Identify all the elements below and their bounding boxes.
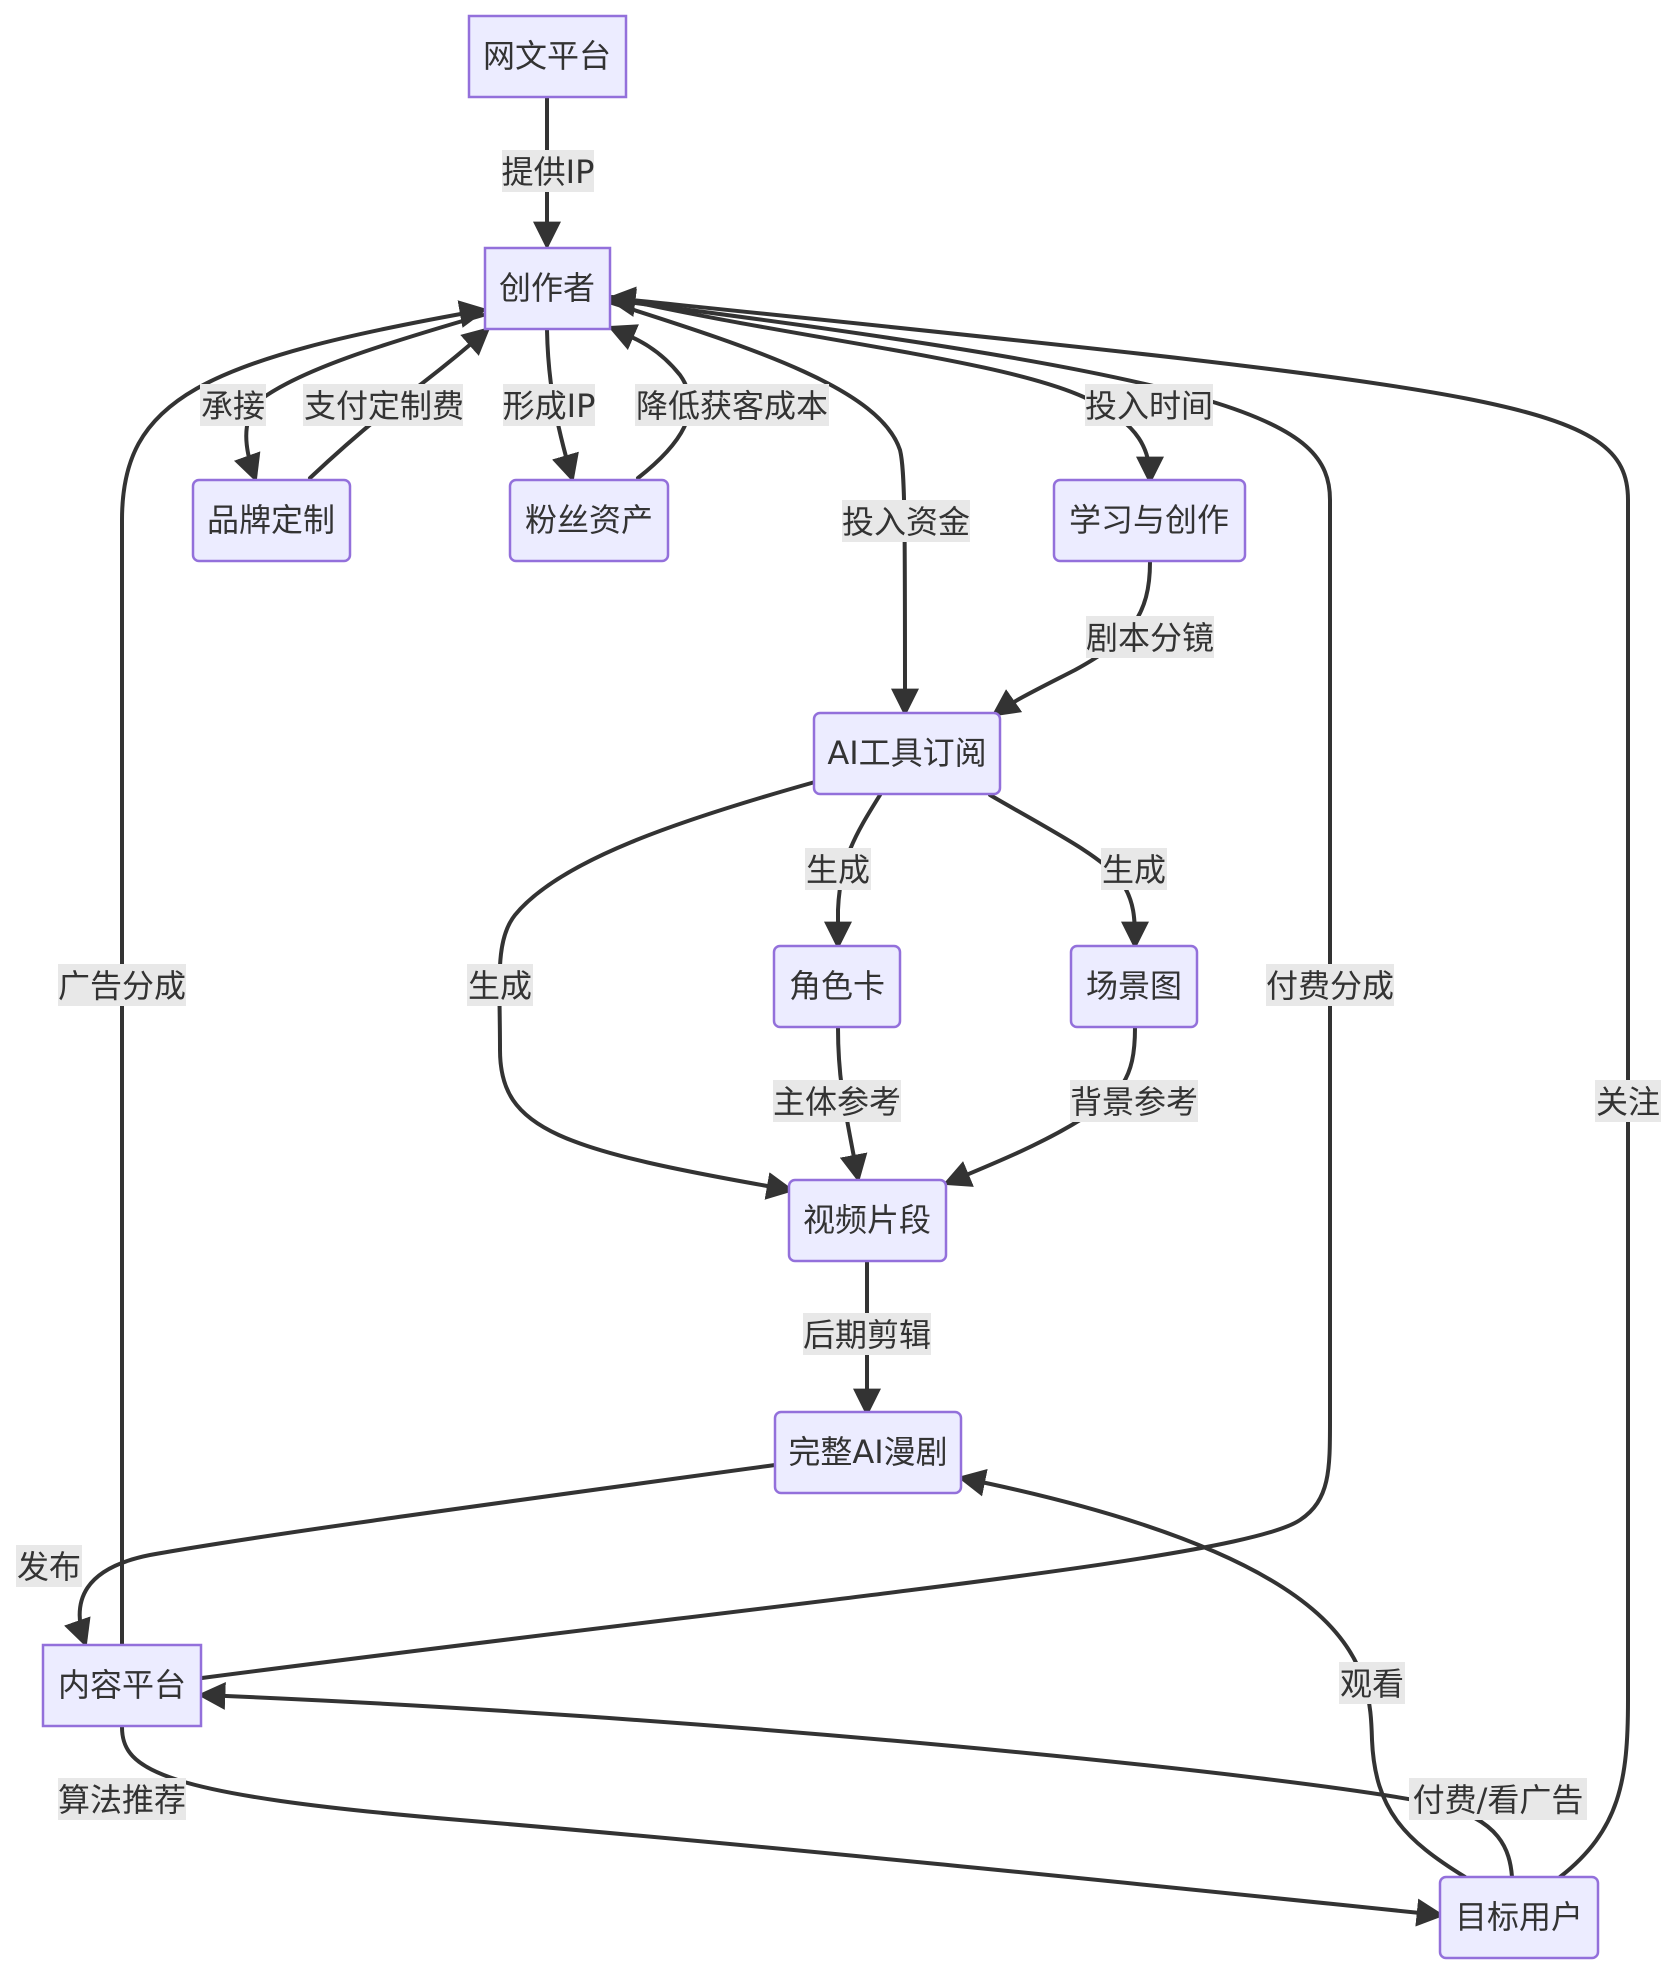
svg-text:生成: 生成 xyxy=(806,851,870,889)
edge-label-gen-left: 生成 xyxy=(467,964,533,1006)
svg-text:付费/看广告: 付费/看广告 xyxy=(1413,1781,1584,1819)
svg-text:后期剪辑: 后期剪辑 xyxy=(803,1316,931,1354)
node-drama[interactable]: 完整AI漫剧 xyxy=(773,1410,963,1495)
edge-label-provide-ip: 提供IP xyxy=(502,150,595,192)
edge-label-script: 剧本分镜 xyxy=(1086,616,1214,658)
svg-text:投入时间: 投入时间 xyxy=(1085,387,1213,425)
svg-text:学习与创作: 学习与创作 xyxy=(1069,501,1229,539)
node-video[interactable]: 视频片段 xyxy=(787,1178,948,1263)
svg-text:目标用户: 目标用户 xyxy=(1455,1898,1583,1936)
edge-label-reduce-cost: 降低获客成本 xyxy=(635,384,829,426)
svg-text:承接: 承接 xyxy=(201,387,265,425)
edge-platform-creator xyxy=(120,300,488,1647)
svg-text:创作者: 创作者 xyxy=(499,269,595,307)
node-creator[interactable]: 创作者 xyxy=(483,246,612,331)
edge-label-follow: 关注 xyxy=(1595,1080,1661,1122)
svg-text:形成IP: 形成IP xyxy=(503,387,596,425)
edge-label-bg-ref: 背景参考 xyxy=(1070,1080,1198,1122)
edge-study-aitool xyxy=(991,560,1152,717)
node-role[interactable]: 角色卡 xyxy=(772,944,902,1029)
svg-text:发布: 发布 xyxy=(17,1548,81,1586)
edge-label-form-ip: 形成IP xyxy=(503,384,596,426)
svg-text:支付定制费: 支付定制费 xyxy=(304,387,464,425)
node-brand[interactable]: 品牌定制 xyxy=(191,478,352,563)
svg-text:网文平台: 网文平台 xyxy=(483,37,611,75)
svg-text:关注: 关注 xyxy=(1596,1083,1660,1121)
edge-label-post-edit: 后期剪辑 xyxy=(803,1313,931,1355)
edge-label-gen-scene: 生成 xyxy=(1101,848,1167,890)
svg-text:付费分成: 付费分成 xyxy=(1266,967,1394,1005)
edge-creator-brand xyxy=(233,313,485,483)
edge-label-invest-time: 投入时间 xyxy=(1085,384,1213,426)
svg-text:角色卡: 角色卡 xyxy=(789,967,885,1005)
edge-labels: 提供IP 承接 支付定制费 形成IP 降低获客成本 投入资金 投入时间 剧本分 xyxy=(16,150,1661,1820)
edge-label-subject-ref: 主体参考 xyxy=(773,1080,901,1122)
svg-text:品牌定制: 品牌定制 xyxy=(207,501,335,539)
node-scene[interactable]: 场景图 xyxy=(1069,944,1199,1029)
edge-aitool-video-left xyxy=(497,780,817,1200)
edge-drama-platform xyxy=(64,1463,777,1648)
edge-user-platform xyxy=(197,1681,1514,1879)
svg-text:场景图: 场景图 xyxy=(1086,967,1182,1005)
svg-text:AI工具订阅: AI工具订阅 xyxy=(827,734,986,772)
node-user[interactable]: 目标用户 xyxy=(1438,1875,1600,1960)
edge-label-pay-ad: 付费/看广告 xyxy=(1409,1778,1587,1820)
node-platform[interactable]: 内容平台 xyxy=(41,1643,203,1728)
edge-label-ad-share: 广告分成 xyxy=(58,964,186,1006)
node-study[interactable]: 学习与创作 xyxy=(1052,478,1247,563)
edge-platform-user xyxy=(120,1725,1445,1927)
edge-label-pay-custom: 支付定制费 xyxy=(303,384,464,426)
svg-text:观看: 观看 xyxy=(1340,1665,1404,1703)
svg-text:背景参考: 背景参考 xyxy=(1070,1083,1198,1121)
svg-text:生成: 生成 xyxy=(1102,851,1166,889)
edge-label-invest-funds: 投入资金 xyxy=(842,500,970,542)
svg-text:内容平台: 内容平台 xyxy=(58,1666,186,1704)
svg-text:降低获客成本: 降低获客成本 xyxy=(636,387,828,425)
edge-label-undertake: 承接 xyxy=(200,384,266,426)
svg-text:完整AI漫剧: 完整AI漫剧 xyxy=(788,1433,947,1471)
svg-text:主体参考: 主体参考 xyxy=(773,1083,901,1121)
svg-text:提供IP: 提供IP xyxy=(502,153,595,191)
edge-fans-creator xyxy=(607,324,692,480)
svg-text:投入资金: 投入资金 xyxy=(842,503,970,541)
svg-text:粉丝资产: 粉丝资产 xyxy=(525,501,653,539)
svg-text:视频片段: 视频片段 xyxy=(803,1201,931,1239)
svg-text:生成: 生成 xyxy=(468,967,532,1005)
nodes: 网文平台 创作者 品牌定制 粉丝资产 学习与创作 AI工具订阅 角色卡 场景图 xyxy=(41,14,1600,1960)
svg-text:广告分成: 广告分成 xyxy=(58,967,186,1005)
edge-creator-study xyxy=(610,295,1164,485)
edge-label-publish: 发布 xyxy=(16,1545,82,1587)
node-fans[interactable]: 粉丝资产 xyxy=(508,478,670,563)
edge-user-creator xyxy=(607,286,1630,1879)
edge-label-gen-role: 生成 xyxy=(805,848,871,890)
node-aitool[interactable]: AI工具订阅 xyxy=(812,711,1002,796)
edge-label-paid-share: 付费分成 xyxy=(1266,964,1394,1006)
node-webnovel[interactable]: 网文平台 xyxy=(467,14,628,99)
edge-label-watch: 观看 xyxy=(1339,1662,1405,1704)
svg-text:算法推荐: 算法推荐 xyxy=(58,1781,186,1819)
svg-text:剧本分镜: 剧本分镜 xyxy=(1086,619,1214,657)
edge-label-algo: 算法推荐 xyxy=(58,1778,186,1820)
edge-creator-aitool xyxy=(610,301,919,717)
